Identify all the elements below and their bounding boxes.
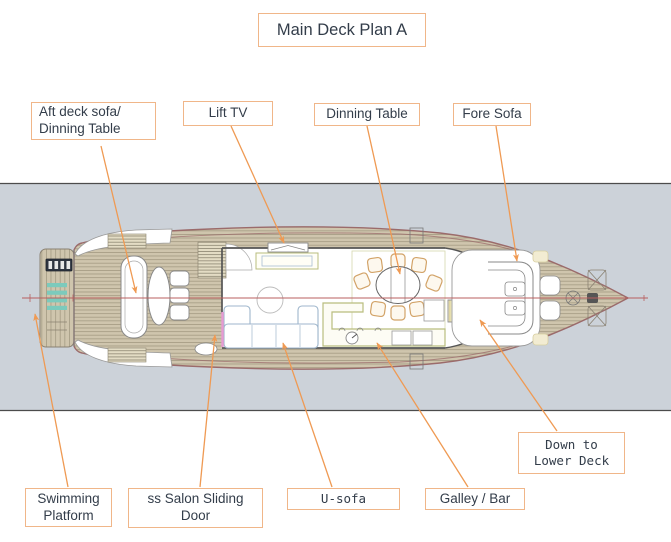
leader-u-sofa [282, 342, 333, 488]
callout-lift-tv: Lift TV [183, 101, 273, 126]
bow-hatches [587, 269, 607, 327]
aft-dining-table [147, 266, 171, 326]
callout-swimming-platform: Swimming Platform [25, 488, 112, 527]
dining-area [351, 250, 446, 335]
aft-deck-sofa [120, 255, 148, 339]
tv-sideboard [255, 252, 319, 270]
leader-fore-sofa [495, 125, 519, 262]
leader-dinning-table [366, 125, 402, 275]
stern-grate [45, 258, 73, 272]
callout-galley-bar: Galley / Bar [425, 488, 525, 510]
leader-lines [33, 125, 558, 488]
lift-tv [267, 242, 309, 253]
callout-aft-deck-sofa: Aft deck sofa/ Dinning Table [31, 102, 156, 140]
round-ottoman [256, 286, 284, 314]
centerline [22, 294, 648, 302]
transom-steps-top [107, 233, 147, 249]
leader-aft-deck-sofa [100, 145, 138, 294]
leader-galley-bar [376, 342, 469, 488]
aft-deck [107, 233, 218, 363]
callout-fore-sofa: Fore Sofa [453, 103, 531, 126]
leader-down-to-lower-deck [479, 319, 558, 432]
boarding-gate-top [409, 227, 424, 244]
tender-seat [194, 342, 218, 356]
platform-ladder-steps [47, 283, 67, 310]
fore-deck [409, 227, 607, 370]
boarding-gate-bottom [409, 353, 424, 370]
galley-bar [322, 302, 446, 347]
callout-salon-sliding-door: ss Salon Sliding Door [128, 488, 263, 528]
leader-swimming-platform [33, 313, 69, 488]
page-title: Main Deck Plan A [258, 13, 426, 47]
leader-lift-tv [230, 125, 285, 244]
transom-steps-bottom [107, 347, 147, 363]
callout-u-sofa: U-sofa [287, 488, 400, 510]
callout-down-to-lower-deck: Down to Lower Deck [518, 432, 625, 474]
yacht-plan [22, 226, 648, 370]
callout-dinning-table: Dinning Table [314, 103, 420, 126]
u-sofa [223, 305, 319, 349]
leader-salon-sliding-door [199, 334, 218, 488]
